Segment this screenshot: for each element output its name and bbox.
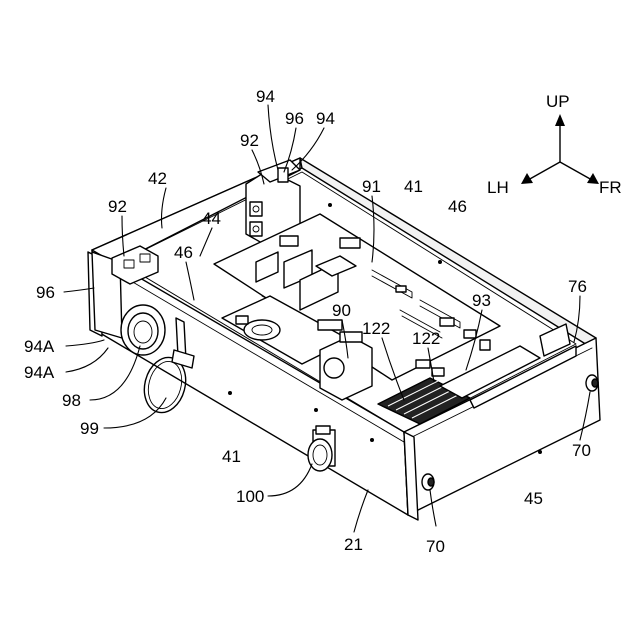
- cable-opening: [121, 305, 165, 355]
- ref-96-top: 96: [285, 109, 304, 128]
- ref-122-right: 122: [412, 329, 440, 348]
- ref-92-left: 92: [108, 197, 127, 216]
- ref-99: 99: [80, 419, 99, 438]
- ref-41-top: 41: [404, 177, 423, 196]
- ref-44: 44: [202, 209, 221, 228]
- ref-98: 98: [62, 391, 81, 410]
- ref-94-top: 94: [256, 87, 275, 106]
- ref-94A-upper: 94A: [24, 337, 55, 356]
- ref-21: 21: [344, 535, 363, 554]
- up-direction-label: UP: [546, 92, 570, 111]
- ref-94-right: 94: [316, 109, 335, 128]
- ref-93: 93: [472, 291, 491, 310]
- ref-42: 42: [148, 169, 167, 188]
- ref-122-left: 122: [362, 319, 390, 338]
- ref-92-top: 92: [240, 131, 259, 150]
- ref-100: 100: [236, 487, 264, 506]
- ref-45: 45: [524, 489, 543, 508]
- ref-76: 76: [568, 277, 587, 296]
- ref-70-bottom: 70: [426, 537, 445, 556]
- ref-41-front: 41: [222, 447, 241, 466]
- fr-direction-label: FR: [599, 178, 622, 197]
- ref-90: 90: [332, 301, 351, 320]
- ref-91: 91: [362, 177, 381, 196]
- direction-indicator: UP LH FR: [487, 92, 622, 197]
- ref-46-left: 46: [174, 243, 193, 262]
- ref-70-right: 70: [572, 441, 591, 460]
- ref-96-left: 96: [36, 283, 55, 302]
- ref-46-right: 46: [448, 197, 467, 216]
- lh-direction-label: LH: [487, 178, 509, 197]
- ref-94A-lower: 94A: [24, 363, 55, 382]
